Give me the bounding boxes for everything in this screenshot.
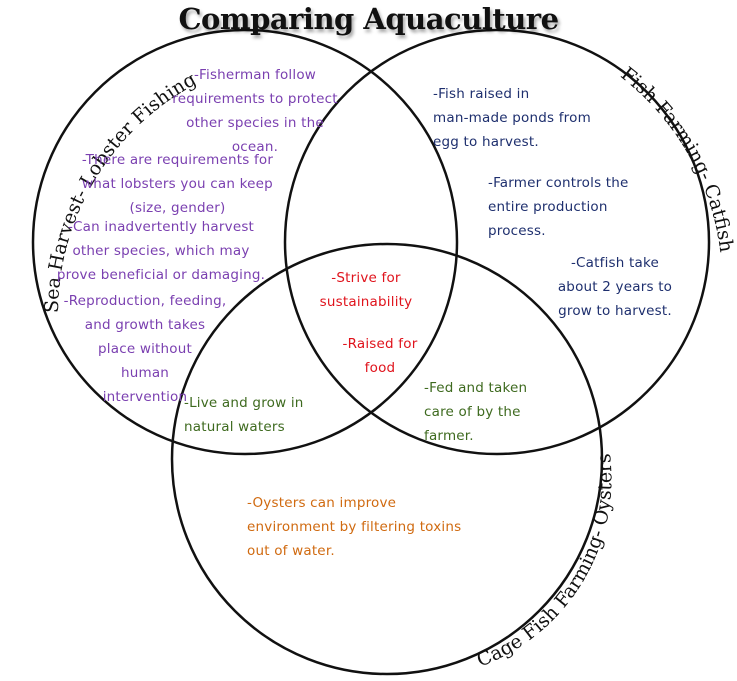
note-line: intervention	[102, 389, 188, 405]
note-line: environment by filtering toxins	[247, 519, 462, 535]
note-line: -Fed and taken	[424, 380, 528, 396]
note-line: entire production	[488, 199, 608, 215]
note-line: -Raised for	[342, 336, 418, 352]
note-line: sustainability	[319, 294, 413, 310]
note-line: -Fisherman follow	[193, 67, 317, 83]
note-line: other species, which may	[72, 243, 250, 259]
catfish-oyster-note: -Fed and taken care of by the farmer.	[424, 376, 574, 448]
note-line: -Catfish take	[570, 255, 660, 271]
note-line: care of by the	[424, 404, 521, 420]
lobster-note-3: -Can inadvertently harvest other species…	[50, 215, 272, 287]
lobster-note-1: -Fisherman follow requirements to protec…	[160, 63, 350, 159]
note-line: out of water.	[247, 543, 335, 559]
catfish-note-3: -Catfish take about 2 years to grow to h…	[532, 251, 698, 323]
note-line: food	[364, 360, 396, 376]
note-line: -Farmer controls the	[488, 175, 629, 191]
lobster-oyster-note: -Live and grow in natural waters	[184, 391, 354, 439]
catfish-note-1: -Fish raised in man-made ponds from egg …	[433, 82, 623, 154]
note-line: -Can inadvertently harvest	[67, 219, 255, 235]
center-note-2: -Raised for food	[320, 332, 440, 380]
note-line: what lobsters you can keep	[82, 176, 273, 192]
note-line: natural waters	[184, 419, 285, 435]
note-line: -Live and grow in	[184, 395, 304, 411]
note-line: -Strive for	[331, 270, 401, 286]
note-line: and growth takes	[84, 317, 206, 333]
note-line: -Reproduction, feeding,	[63, 293, 227, 309]
note-line: about 2 years to	[557, 279, 673, 295]
note-line: human	[120, 365, 170, 381]
note-line: (size, gender)	[129, 200, 226, 216]
note-line: man-made ponds from	[433, 110, 591, 126]
note-line: prove beneficial or damaging.	[56, 267, 266, 283]
oyster-note: -Oysters can improve environment by filt…	[247, 491, 517, 563]
catfish-note-2: -Farmer controls the entire production p…	[488, 171, 668, 243]
lobster-note-2: -There are requirements for what lobster…	[70, 148, 285, 220]
lobster-note-4: -Reproduction, feeding, and growth takes…	[60, 289, 230, 409]
lobster-circle	[31, 28, 459, 456]
note-line: farmer.	[424, 428, 474, 444]
note-line: other species in the	[186, 115, 324, 131]
note-line: egg to harvest.	[433, 134, 539, 150]
page-title: Comparing Aquaculture	[178, 2, 559, 36]
oyster-circle	[170, 242, 604, 676]
catfish-circle	[283, 28, 711, 456]
note-line: -Fish raised in	[433, 86, 530, 102]
center-note-1: -Strive for sustainability	[296, 266, 436, 314]
note-line: process.	[488, 223, 546, 239]
note-line: -There are requirements for	[81, 152, 274, 168]
note-line: -Oysters can improve	[247, 495, 397, 511]
note-line: ocean.	[231, 139, 279, 155]
note-line: requirements to protect	[172, 91, 338, 107]
note-line: place without	[98, 341, 192, 357]
note-line: grow to harvest.	[558, 303, 672, 319]
